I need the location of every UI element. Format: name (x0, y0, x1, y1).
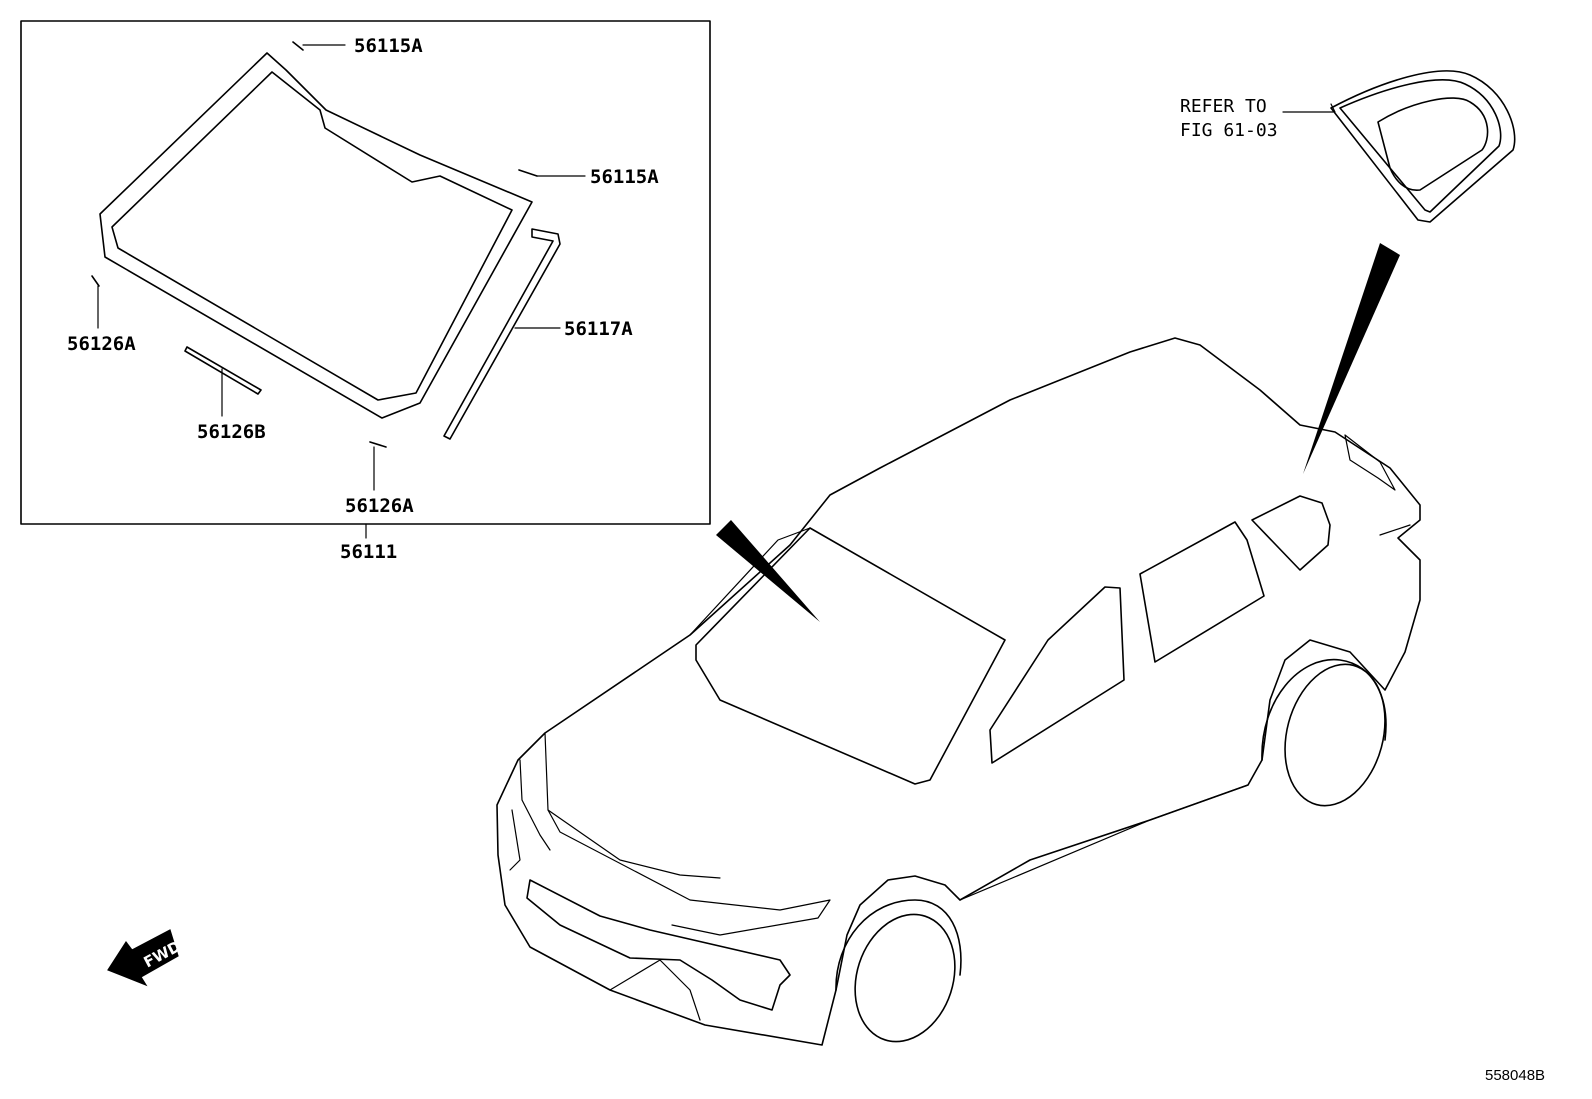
bottom-spacer-part (369, 441, 387, 448)
left-spacer-part (91, 275, 100, 287)
vehicle-rear-edge (1379, 524, 1411, 536)
vehicle-bumper (519, 759, 551, 851)
side-molding-part (443, 228, 561, 440)
vehicle-hood-line (544, 732, 831, 936)
vehicle-windshield (695, 527, 1006, 785)
inset-frame (20, 20, 711, 525)
vehicle-front-wheel (854, 913, 956, 1043)
top-clip-part (292, 41, 304, 51)
windshield-glass (99, 52, 533, 419)
reference-note-line1: REFER TO (1180, 96, 1267, 117)
vehicle-door-line (959, 784, 1249, 901)
callout-lower-strip: 56126B (197, 421, 266, 443)
fwd-arrow-icon: FWD (107, 929, 184, 987)
windshield-inset: 56115A 56115A 56126A 56126B 56126A 56117… (20, 20, 711, 525)
quarter-glass-pane (1377, 97, 1489, 191)
illustration-id: 558048B (1485, 1067, 1545, 1084)
windshield-inner-border (111, 71, 513, 401)
callout-left-spacer: 56126A (67, 333, 136, 355)
vehicle-hood-crease (547, 809, 721, 879)
lower-strip-part (184, 346, 262, 395)
vehicle-rear-wheel (1284, 663, 1386, 807)
vehicle-rear-wheel-arch (1261, 658, 1387, 761)
quarter-glass-outer (1330, 70, 1516, 223)
vehicle-illustration (496, 337, 1421, 1046)
quarter-glass-inner (1339, 79, 1502, 213)
vehicle-quarter-window (1251, 495, 1331, 571)
vehicle-front-wheel-arch (835, 899, 962, 991)
callout-top-clip: 56115A (354, 35, 423, 57)
quarter-glass-pointer (1303, 243, 1400, 474)
vehicle-rear-side-window (1139, 521, 1265, 663)
fwd-arrow-shape (107, 929, 179, 987)
assembly-number: 56111 (340, 541, 397, 563)
vehicle-grille (526, 879, 791, 1011)
vehicle-front-side-window (989, 586, 1125, 764)
vehicle-headlamp-left (509, 809, 521, 871)
quarter-glass-reference: REFER TO FIG 61-03 (1180, 70, 1516, 223)
callout-right-clip: 56115A (590, 166, 659, 188)
right-clip-part (518, 169, 538, 177)
vehicle-a-pillar (689, 527, 811, 636)
quarter-glass-tab (1330, 103, 1336, 113)
vehicle-rear-lamp (1344, 434, 1396, 491)
vehicle-body-outline (496, 337, 1421, 1046)
callout-bottom-spacer: 56126A (345, 495, 414, 517)
reference-note-line2: FIG 61-03 (1180, 120, 1278, 141)
callout-side-molding: 56117A (564, 318, 633, 340)
vehicle-lower-bumper (609, 959, 701, 1021)
